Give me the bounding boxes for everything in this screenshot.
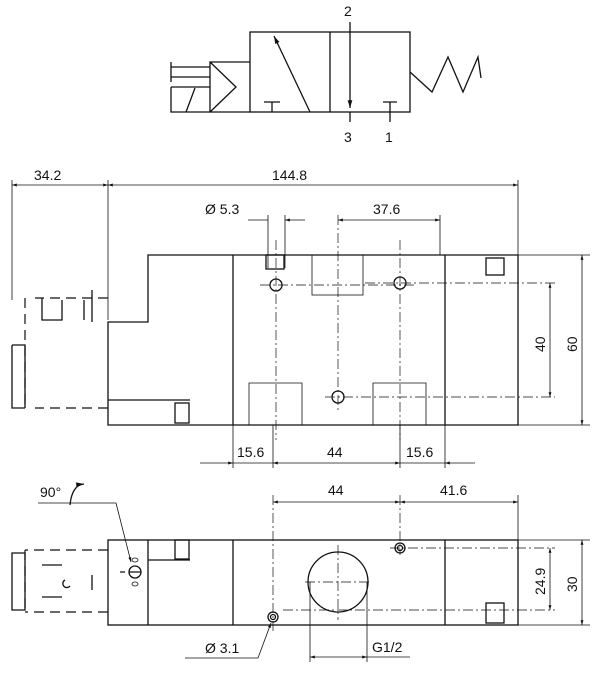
dim-hole-spacing: 37.6	[373, 201, 400, 217]
rotate-arrow-icon	[69, 482, 85, 506]
rotation-label: 90°	[40, 484, 61, 500]
dim-height: 60	[564, 336, 580, 352]
dim-hole-dia: Ø 5.3	[205, 201, 239, 217]
dim-width-inner: 24.9	[532, 568, 548, 595]
port-3-label: 3	[344, 129, 352, 145]
side-view: 34.2 144.8 Ø 5.3 37.6 40 60 15.6 44 15.6	[11, 167, 590, 468]
dim-connector: 34.2	[34, 167, 61, 183]
dim-spacing: 44	[328, 482, 344, 498]
top-view: 90° 44 41.6 24.9 30 Ø 3.1 G1/2	[11, 482, 590, 662]
dim-bottom-mid: 44	[327, 444, 343, 460]
dim-hole-dia-small: Ø 3.1	[205, 640, 239, 656]
port-2-label: 2	[344, 3, 352, 19]
dim-bottom-right: 15.6	[406, 444, 433, 460]
dim-port-thread: G1/2	[372, 639, 403, 655]
port-1-label: 1	[385, 129, 393, 145]
valve-symbol: 2 3 1	[170, 3, 482, 145]
dim-bottom-left: 15.6	[237, 444, 264, 460]
dim-height-inner: 40	[532, 336, 548, 352]
dim-right: 41.6	[440, 482, 467, 498]
dim-length: 144.8	[272, 167, 307, 183]
dim-width: 30	[564, 576, 580, 592]
